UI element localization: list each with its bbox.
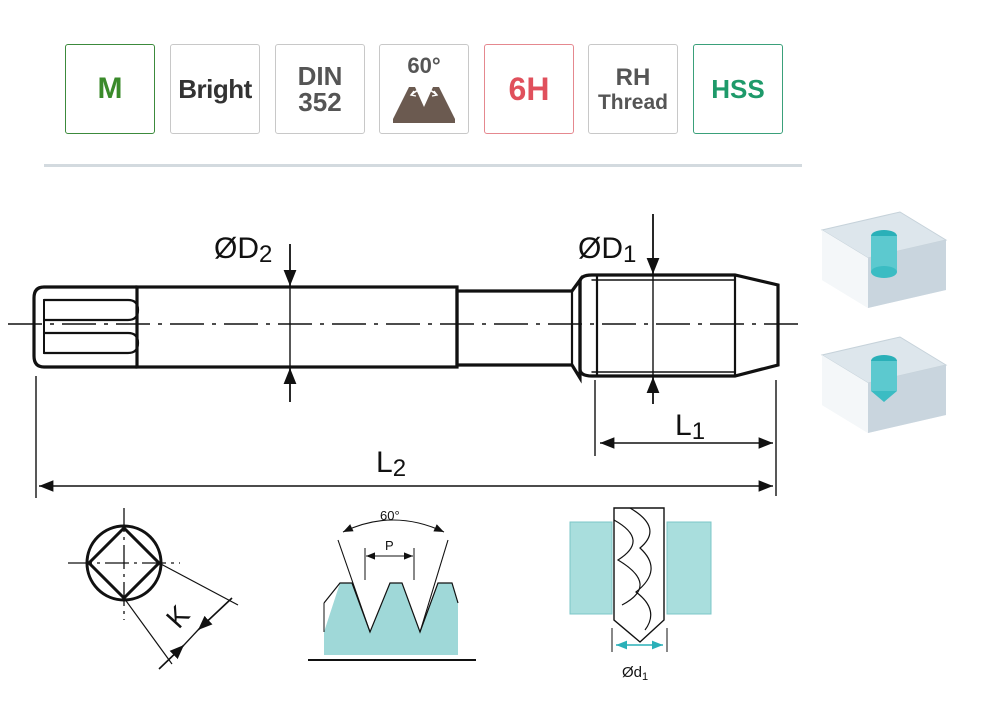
shank [135,285,459,369]
drill-icon [569,507,712,652]
k-label: K [160,599,196,634]
square-end-icon [68,508,239,670]
badge-standard: DIN 352 [275,44,365,134]
badge-tolerance-label: 6H [508,71,550,107]
badge-standard-line2: 352 [298,87,342,117]
d2-label: ØD2 [214,232,272,268]
badge-tolerance: 6H [484,44,574,134]
badge-finish-label: Bright [178,74,252,104]
thread-section [578,273,780,378]
d1-label: ØD1 [578,232,636,268]
thread-angle-icon [393,87,455,123]
badge-thread-angle: 60° [379,44,469,134]
badge-material-label: HSS [711,74,765,104]
badge-finish: Bright [170,44,260,134]
l1-label: L1 [675,409,705,445]
badge-metric: M [65,44,155,134]
neck [455,275,582,384]
blind-hole-icon [820,336,948,433]
badge-thread-direction-line2: Thread [597,90,668,114]
badge-thread-direction: RH Thread [588,44,678,134]
square-end [32,285,139,369]
pitch-label: P [385,538,394,553]
tap-side-view [32,273,780,384]
l2-label: L2 [376,446,406,482]
thread-profile-icon [308,519,476,661]
thread-angle-label: 60° [380,508,400,523]
badge-metric-label: M [97,72,123,105]
badge-standard-line1: DIN [297,61,343,91]
badge-material: HSS [693,44,783,134]
divider [44,164,802,167]
through-hole-icon [820,211,948,308]
badge-thread-direction-line1: RH [615,63,651,91]
badge-thread-angle-label: 60° [407,53,441,78]
drill-diameter-label: Ød1 [622,664,648,683]
